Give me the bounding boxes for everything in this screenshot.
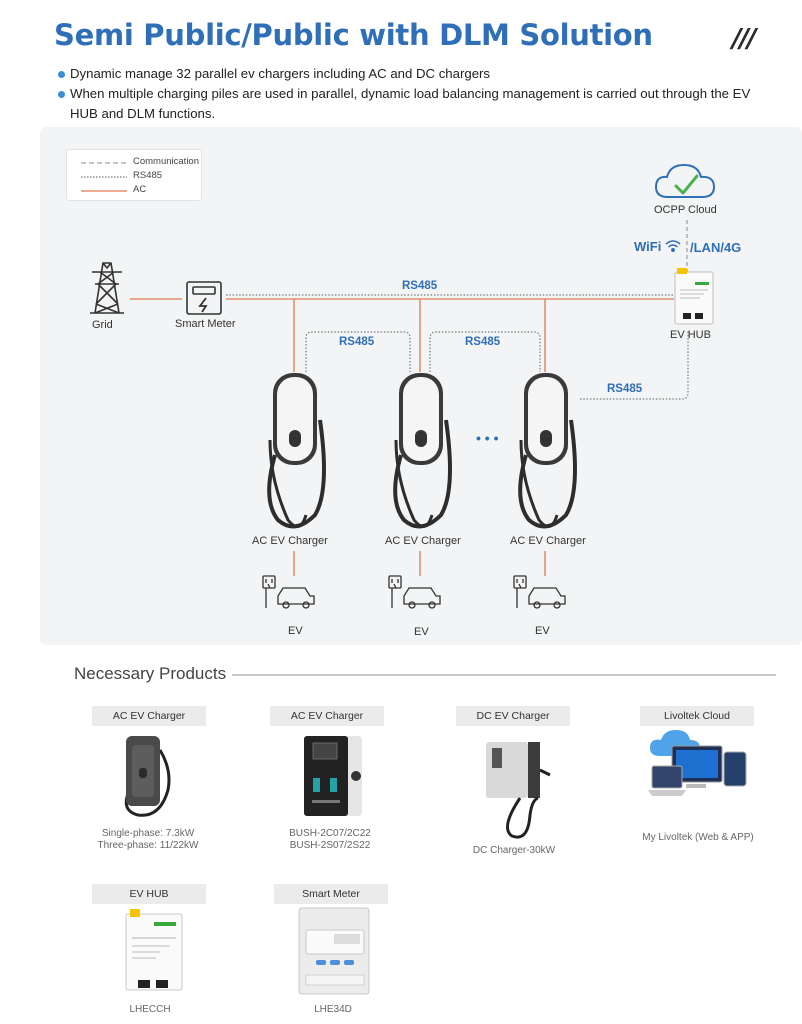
ev-car-icon xyxy=(513,575,566,609)
product-header: EV HUB xyxy=(92,884,206,904)
ev-hub-product-icon xyxy=(125,909,183,991)
product-caption: DC Charger-30kW xyxy=(472,845,556,856)
ac-charger-icon xyxy=(518,373,577,529)
ev-car-icon xyxy=(262,575,315,609)
wifi-label: WiFi xyxy=(634,239,662,254)
more-chargers-ellipsis: • • • xyxy=(476,430,499,446)
product-header: AC EV Charger xyxy=(92,706,206,726)
product-header: Livoltek Cloud xyxy=(640,706,754,726)
ac-charger-icon xyxy=(267,373,326,529)
ac-charger-icon xyxy=(393,373,452,529)
feature-item: When multiple charging piles are used in… xyxy=(58,84,778,124)
feature-item: Dynamic manage 32 parallel ev chargers i… xyxy=(58,64,778,84)
ev-car-icon xyxy=(388,575,441,609)
charger-label: AC EV Charger xyxy=(385,535,461,547)
title-decoration: /// xyxy=(732,24,756,54)
charger-label: AC EV Charger xyxy=(252,535,328,547)
product-header: DC EV Charger xyxy=(456,706,570,726)
smart-meter-icon xyxy=(186,281,222,315)
product-caption: BUSH-2C07/2C22 BUSH-2S07/2S22 xyxy=(289,828,371,851)
rs485-hub-label: RS485 xyxy=(607,383,643,395)
product-caption: LHE34D xyxy=(314,1004,352,1015)
rs485-main-label: RS485 xyxy=(402,280,438,292)
wifi-icon xyxy=(665,240,681,252)
grid-label: Grid xyxy=(92,319,113,331)
product-caption: LHECCH xyxy=(129,1004,171,1015)
ocpp-cloud-icon xyxy=(654,163,716,198)
page-title: Semi Public/Public with DLM Solution xyxy=(54,18,653,52)
pedestal-charger-product-icon xyxy=(304,736,362,816)
smart-meter-product-icon xyxy=(298,907,370,995)
product-header: AC EV Charger xyxy=(270,706,384,726)
feature-list: Dynamic manage 32 parallel ev chargers i… xyxy=(58,64,778,124)
cloud-devices-product-icon xyxy=(648,730,747,796)
ev-hub-label: EV HUB xyxy=(670,329,711,341)
necessary-products-title: Necessary Products xyxy=(74,664,227,683)
section-divider xyxy=(232,674,776,676)
lan-4g-label: /LAN/4G xyxy=(690,240,742,255)
product-header: Smart Meter xyxy=(274,884,388,904)
ev-label: EV xyxy=(414,626,429,638)
ev-label: EV xyxy=(535,625,550,637)
rs485-lines xyxy=(226,294,689,400)
dc-charger-product-icon xyxy=(486,742,551,839)
ev-label: EV xyxy=(288,625,303,637)
product-caption: My Livoltek (Web & APP) xyxy=(642,832,754,843)
rs485-label: RS485 xyxy=(465,336,501,348)
ocpp-cloud-label: OCPP Cloud xyxy=(654,204,717,216)
ac-lines xyxy=(130,298,674,576)
grid-tower-icon xyxy=(90,262,124,314)
legend: Communication RS485 AC xyxy=(66,149,202,201)
wallbox-charger-product-icon xyxy=(124,736,171,817)
charger-label: AC EV Charger xyxy=(510,535,586,547)
product-caption: Single-phase: 7.3kW Three-phase: 11/22kW xyxy=(97,828,199,851)
ev-hub-icon xyxy=(674,268,714,325)
smart-meter-label: Smart Meter xyxy=(175,318,236,330)
rs485-label: RS485 xyxy=(339,336,375,348)
